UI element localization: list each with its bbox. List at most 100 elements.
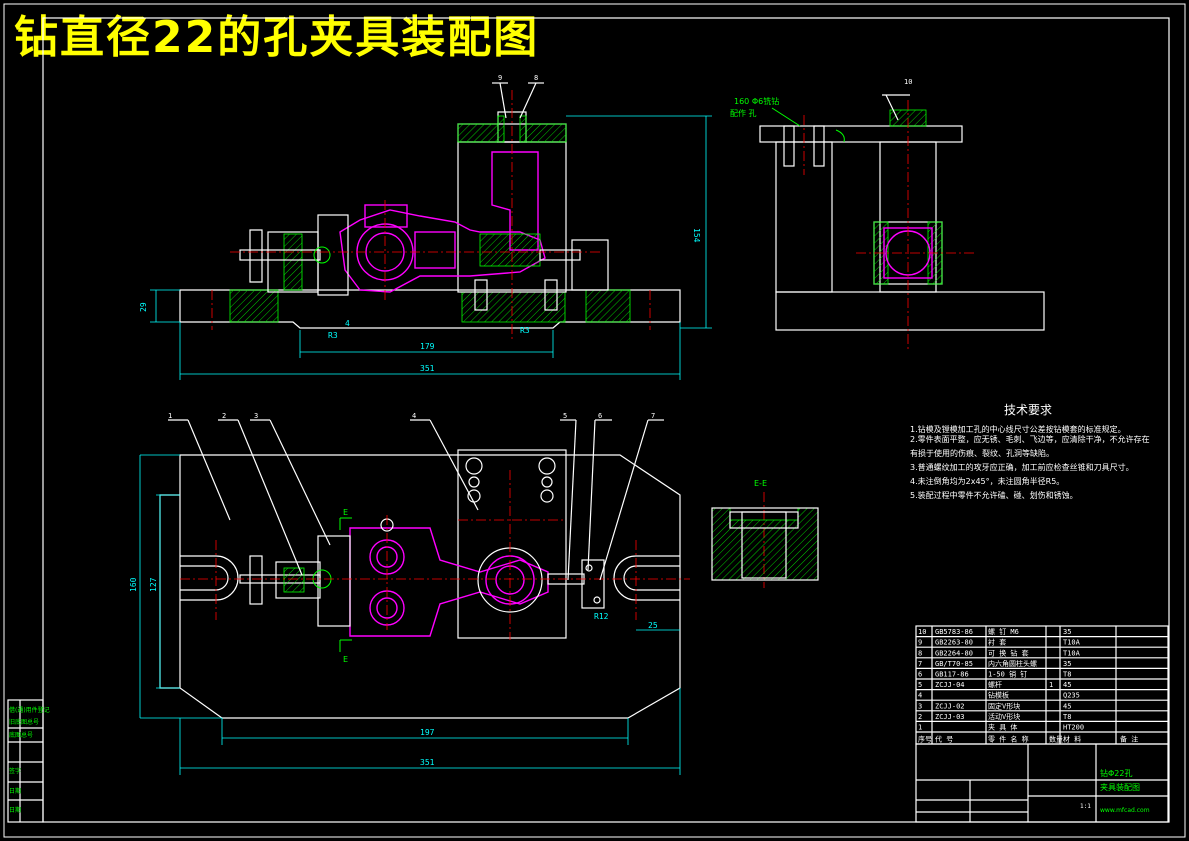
tb-drawing-name: 钻Φ22孔 [1100,768,1132,778]
balloon-8: 8 [534,74,538,82]
tb-sub-name: 夹具装配图 [1100,782,1140,792]
left-strip: 借(通)用件登记 旧底图总号 底图总号 签字 日期 日期 [7,699,50,823]
strip-label-1: 旧底图总号 [9,718,39,726]
bom-cell-name: 1-50 销 钉 [988,670,1027,679]
bom-header-code: 代 号 [935,735,953,744]
bom-cell-code: GB/T70-85 [935,660,973,668]
dim-top-width: 351 [420,758,435,767]
tech-heading: 技术要求 [1004,403,1052,417]
balloon-9: 9 [498,74,502,82]
tech-item-3: 有损于使用的伤痕、裂纹、孔洞等缺陷。 [910,448,1054,458]
tech-requirements: 技术要求 1.钻模及镗模加工孔的中心线尺寸公差按钻模套的标准规定。 2.零件表面… [910,403,1150,500]
balloon-7: 7 [651,412,655,420]
balloon-leaders: 1 2 3 4 5 6 7 [168,412,664,581]
bom-cell-code: GB2264-80 [935,649,973,657]
tech-item-5: 4.未注倒角均为2x45°，未注圆角半径R5。 [910,476,1064,486]
bom-cell-mat: Q235 [1063,692,1080,700]
dim-front-base: 29 [139,302,148,312]
tech-item-1: 1.钻模及镗模加工孔的中心线尺寸公差按钻模套的标准规定。 [910,424,1126,434]
dim-top-inner: 197 [420,728,435,737]
balloon-3: 3 [254,412,258,420]
balloon-1: 1 [168,412,172,420]
tech-item-4: 3.普通螺纹加工的攻牙应正确，加工前应检查丝锥和刀具尺寸。 [910,462,1134,472]
bom-cell-name: 衬 套 [988,638,1006,647]
strip-label-0: 借(通)用件登记 [9,706,50,714]
bom-cell-no: 5 [918,681,922,689]
bom-cell-name: 固定V形块 [988,701,1020,710]
strip-label-2: 底图总号 [9,731,33,739]
section-label: E-E [754,479,767,488]
balloon-2: 2 [222,412,226,420]
cut-mark-bottom: E [343,655,348,664]
tech-item-2: 2.零件表面平整，应无锈、毛刺、飞边等，应清除干净，不允许存在 [910,434,1150,444]
bom-cell-mat: T10A [1063,649,1081,657]
bom-cell-name: 活动V形块 [988,712,1020,721]
dim-front-r1: R3 [328,331,338,340]
bom-cell-no: 8 [918,649,922,657]
bom-header-note: 备 注 [1120,735,1138,744]
bom-cell-no: 3 [918,702,922,710]
bom-cell-qty: 1 [1049,681,1053,689]
bom-cell-name: 螺 钉 M6 [988,627,1019,636]
front-view: 351 179 154 29 R3 R3 4 9 8 [139,74,712,380]
title-block: 钻Φ22孔 夹具装配图 www.mfcad.com 1:1 [915,743,1169,823]
bom-cell-code: GB117-86 [935,671,969,679]
bom-cell-mat: 35 [1063,660,1071,668]
side-note-line1: 160 Φ6铣钻 [734,96,779,106]
tech-item-6: 5.装配过程中零件不允许磕、碰、划伤和锈蚀。 [910,490,1078,500]
inner-border [42,17,1170,823]
cut-mark-top: E [343,508,348,517]
bom-cell-no: 1 [918,724,922,732]
tb-site: www.mfcad.com [1100,807,1150,814]
bom-header-mat: 材 料 [1063,735,1081,744]
dim-front-r2: R3 [520,326,530,335]
bom-cell-mat: HT200 [1063,724,1084,732]
bom-cell-no: 6 [918,671,922,679]
section-view: E-E [711,479,819,588]
bom-cell-no: 4 [918,692,922,700]
balloon-6: 6 [598,412,602,420]
bom-cell-name: 夹 具 体 [988,723,1017,732]
bom-header-no: 序号 [918,735,932,744]
bom-cell-mat: T8 [1063,713,1071,721]
bom-cell-no: 2 [918,713,922,721]
bom-cell-no: 7 [918,660,922,668]
strip-label-5: 日期 [9,806,21,814]
bom-cell-mat: T8 [1063,671,1071,679]
bom-cell-code: GB2263-80 [935,639,973,647]
dim-top-r: R12 [594,612,609,621]
tb-scale: 1:1 [1080,803,1091,810]
bom-header-name: 零 件 名 称 [988,735,1029,744]
bom-cell-mat: 35 [1063,628,1071,636]
dim-top-s: 25 [648,621,658,630]
dim-front-height: 154 [692,228,701,243]
bom-cell-name: 内六角圆柱头螺 [988,659,1037,668]
balloon-5: 5 [563,412,567,420]
dim-top-inner-h: 127 [149,577,158,592]
bom-cell-no: 10 [918,628,926,636]
dim-front-d: 4 [345,319,350,328]
bom-cell-mat: T10A [1063,639,1081,647]
bom-cell-code: ZCJJ-02 [935,702,965,710]
strip-label-3: 签字 [9,767,21,775]
bom-cell-mat: 45 [1063,681,1071,689]
dim-front-inner: 179 [420,342,435,351]
side-view: 10 160 Φ6铣钻 配作 孔 [730,78,1045,352]
balloon-4: 4 [412,412,416,420]
bom-cell-code: ZCJJ-04 [935,681,965,689]
bom-cell-name: 可 换 钻 套 [988,648,1029,657]
bom-cell-name: 钻模板 [988,691,1009,700]
bom-cell-name: 螺杆 [988,680,1002,689]
bom-cell-mat: 45 [1063,702,1071,710]
bom-cell-code: GB5783-86 [935,628,973,636]
side-note-line2: 配作 孔 [730,108,757,118]
drawing-title: 钻直径22的孔夹具装配图 [14,12,540,63]
dim-top-height: 160 [129,577,138,592]
balloon-10: 10 [904,78,912,86]
bom-cell-no: 9 [918,639,922,647]
dim-front-width: 351 [420,364,435,373]
outer-border [3,3,1186,838]
top-view: 351 197 160 127 R12 25 E E [129,449,690,775]
